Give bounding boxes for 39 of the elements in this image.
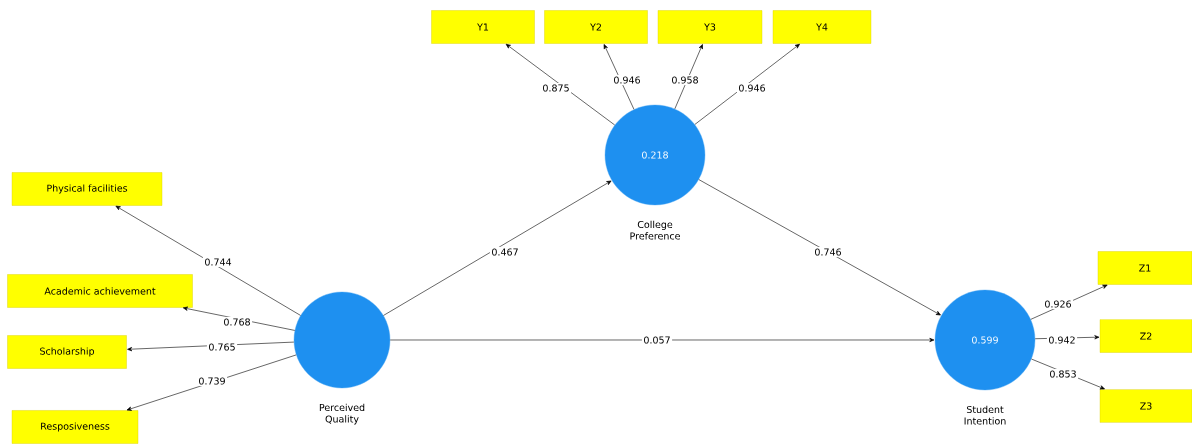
edge-label: 0.739 bbox=[196, 375, 228, 387]
edge-label: 0.765 bbox=[206, 341, 238, 353]
edge-label: 0.768 bbox=[221, 316, 253, 328]
arrow bbox=[182, 306, 296, 331]
arrow bbox=[674, 44, 703, 110]
indicator-box: Z2 bbox=[1099, 319, 1192, 353]
indicator-box: Resposiveness bbox=[11, 410, 139, 444]
edge-label: 0.467 bbox=[489, 246, 521, 258]
construct-label: College Preference bbox=[630, 220, 680, 240]
edge-label: 0.926 bbox=[1042, 298, 1074, 310]
arrow bbox=[694, 43, 800, 125]
edge-label: 0.958 bbox=[669, 74, 701, 86]
arrow bbox=[389, 337, 935, 343]
arrow bbox=[126, 354, 297, 411]
edge-label: 0.057 bbox=[641, 334, 673, 346]
edge-label: 0.946 bbox=[611, 74, 643, 86]
edge-label: 0.744 bbox=[202, 256, 234, 268]
construct-label: Student Intention bbox=[964, 405, 1006, 425]
arrow bbox=[505, 43, 616, 126]
indicator-box: Z3 bbox=[1099, 389, 1192, 423]
edge-label: 0.942 bbox=[1046, 334, 1078, 346]
indicator-box: Scholarship bbox=[7, 335, 127, 369]
edge-label: 0.946 bbox=[736, 82, 768, 94]
indicator-box: Y4 bbox=[772, 10, 872, 44]
indicator-box: Physical facilities bbox=[11, 172, 163, 206]
indicator-box: Z1 bbox=[1097, 251, 1192, 285]
arrow bbox=[698, 179, 941, 316]
arrow bbox=[115, 205, 301, 316]
indicator-box: Y1 bbox=[431, 10, 535, 44]
arrow bbox=[1030, 284, 1108, 320]
construct-label: Perceived Quality bbox=[319, 403, 365, 425]
edge-label: 0.853 bbox=[1047, 368, 1079, 380]
edge-label: 0.875 bbox=[540, 82, 572, 94]
indicator-box: Y2 bbox=[544, 10, 648, 44]
arrow bbox=[383, 180, 612, 316]
arrow bbox=[603, 44, 635, 110]
indicator-box: Y3 bbox=[657, 10, 763, 44]
edge-label: 0.746 bbox=[812, 246, 844, 258]
indicator-box: Academic achievement bbox=[7, 274, 193, 308]
